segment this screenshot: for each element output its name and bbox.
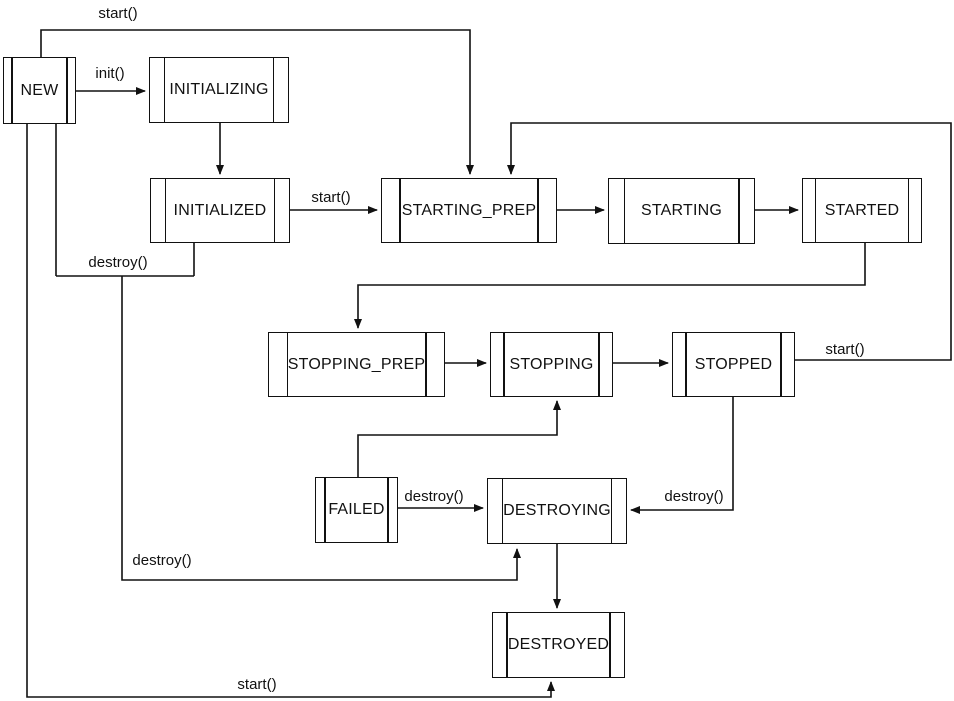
state-destroying: DESTROYING — [487, 478, 627, 544]
state-new-label: NEW — [20, 81, 59, 99]
state-destroyed: DESTROYED — [492, 612, 625, 678]
state-starting: STARTING — [608, 178, 755, 244]
state-starting-prep-label: STARTING_PREP — [401, 201, 537, 219]
state-initializing-label: INITIALIZING — [169, 81, 269, 98]
state-failed-label: FAILED — [328, 501, 385, 518]
state-stopping: STOPPING — [490, 332, 613, 397]
label-stopped-start: start() — [823, 341, 867, 358]
state-starting-prep: STARTING_PREP — [381, 178, 557, 243]
state-stopped: STOPPED — [672, 332, 795, 397]
edge-new-to-destroyed — [26, 124, 555, 698]
label-new-start: start() — [96, 5, 140, 22]
edge-failed-to-stopping — [357, 400, 561, 477]
label-new-destroy: destroy() — [86, 254, 150, 271]
label-new-bottom-start: start() — [235, 676, 279, 693]
state-initialized: INITIALIZED — [150, 178, 290, 243]
edge-merged-destroy-to-destroying — [121, 276, 521, 581]
state-new: NEW — [3, 57, 76, 124]
state-started: STARTED — [802, 178, 922, 243]
edge-stopped-to-starting-prep — [507, 122, 952, 361]
state-failed: FAILED — [315, 477, 398, 543]
label-merged-destroy: destroy() — [130, 552, 194, 569]
state-initialized-label: INITIALIZED — [173, 201, 267, 219]
state-started-label: STARTED — [824, 201, 900, 219]
state-stopping-label: STOPPING — [509, 355, 594, 373]
state-stopping-prep: STOPPING_PREP — [268, 332, 445, 397]
label-stopped-destroy: destroy() — [662, 488, 726, 505]
edge-started-to-stopping-prep — [354, 243, 866, 329]
edge-stopped-to-destroying — [630, 397, 734, 514]
label-new-init: init() — [93, 65, 127, 82]
edge-new-to-starting-prep — [40, 29, 474, 175]
state-initializing: INITIALIZING — [149, 57, 289, 123]
state-stopping-prep-label: STOPPING_PREP — [287, 355, 426, 373]
label-initialized-start: start() — [309, 189, 353, 206]
state-starting-label: STARTING — [640, 202, 722, 219]
state-destroyed-label: DESTROYED — [507, 636, 610, 653]
state-stopped-label: STOPPED — [694, 355, 773, 373]
state-destroying-label: DESTROYING — [503, 502, 611, 519]
label-failed-destroy: destroy() — [402, 488, 466, 505]
